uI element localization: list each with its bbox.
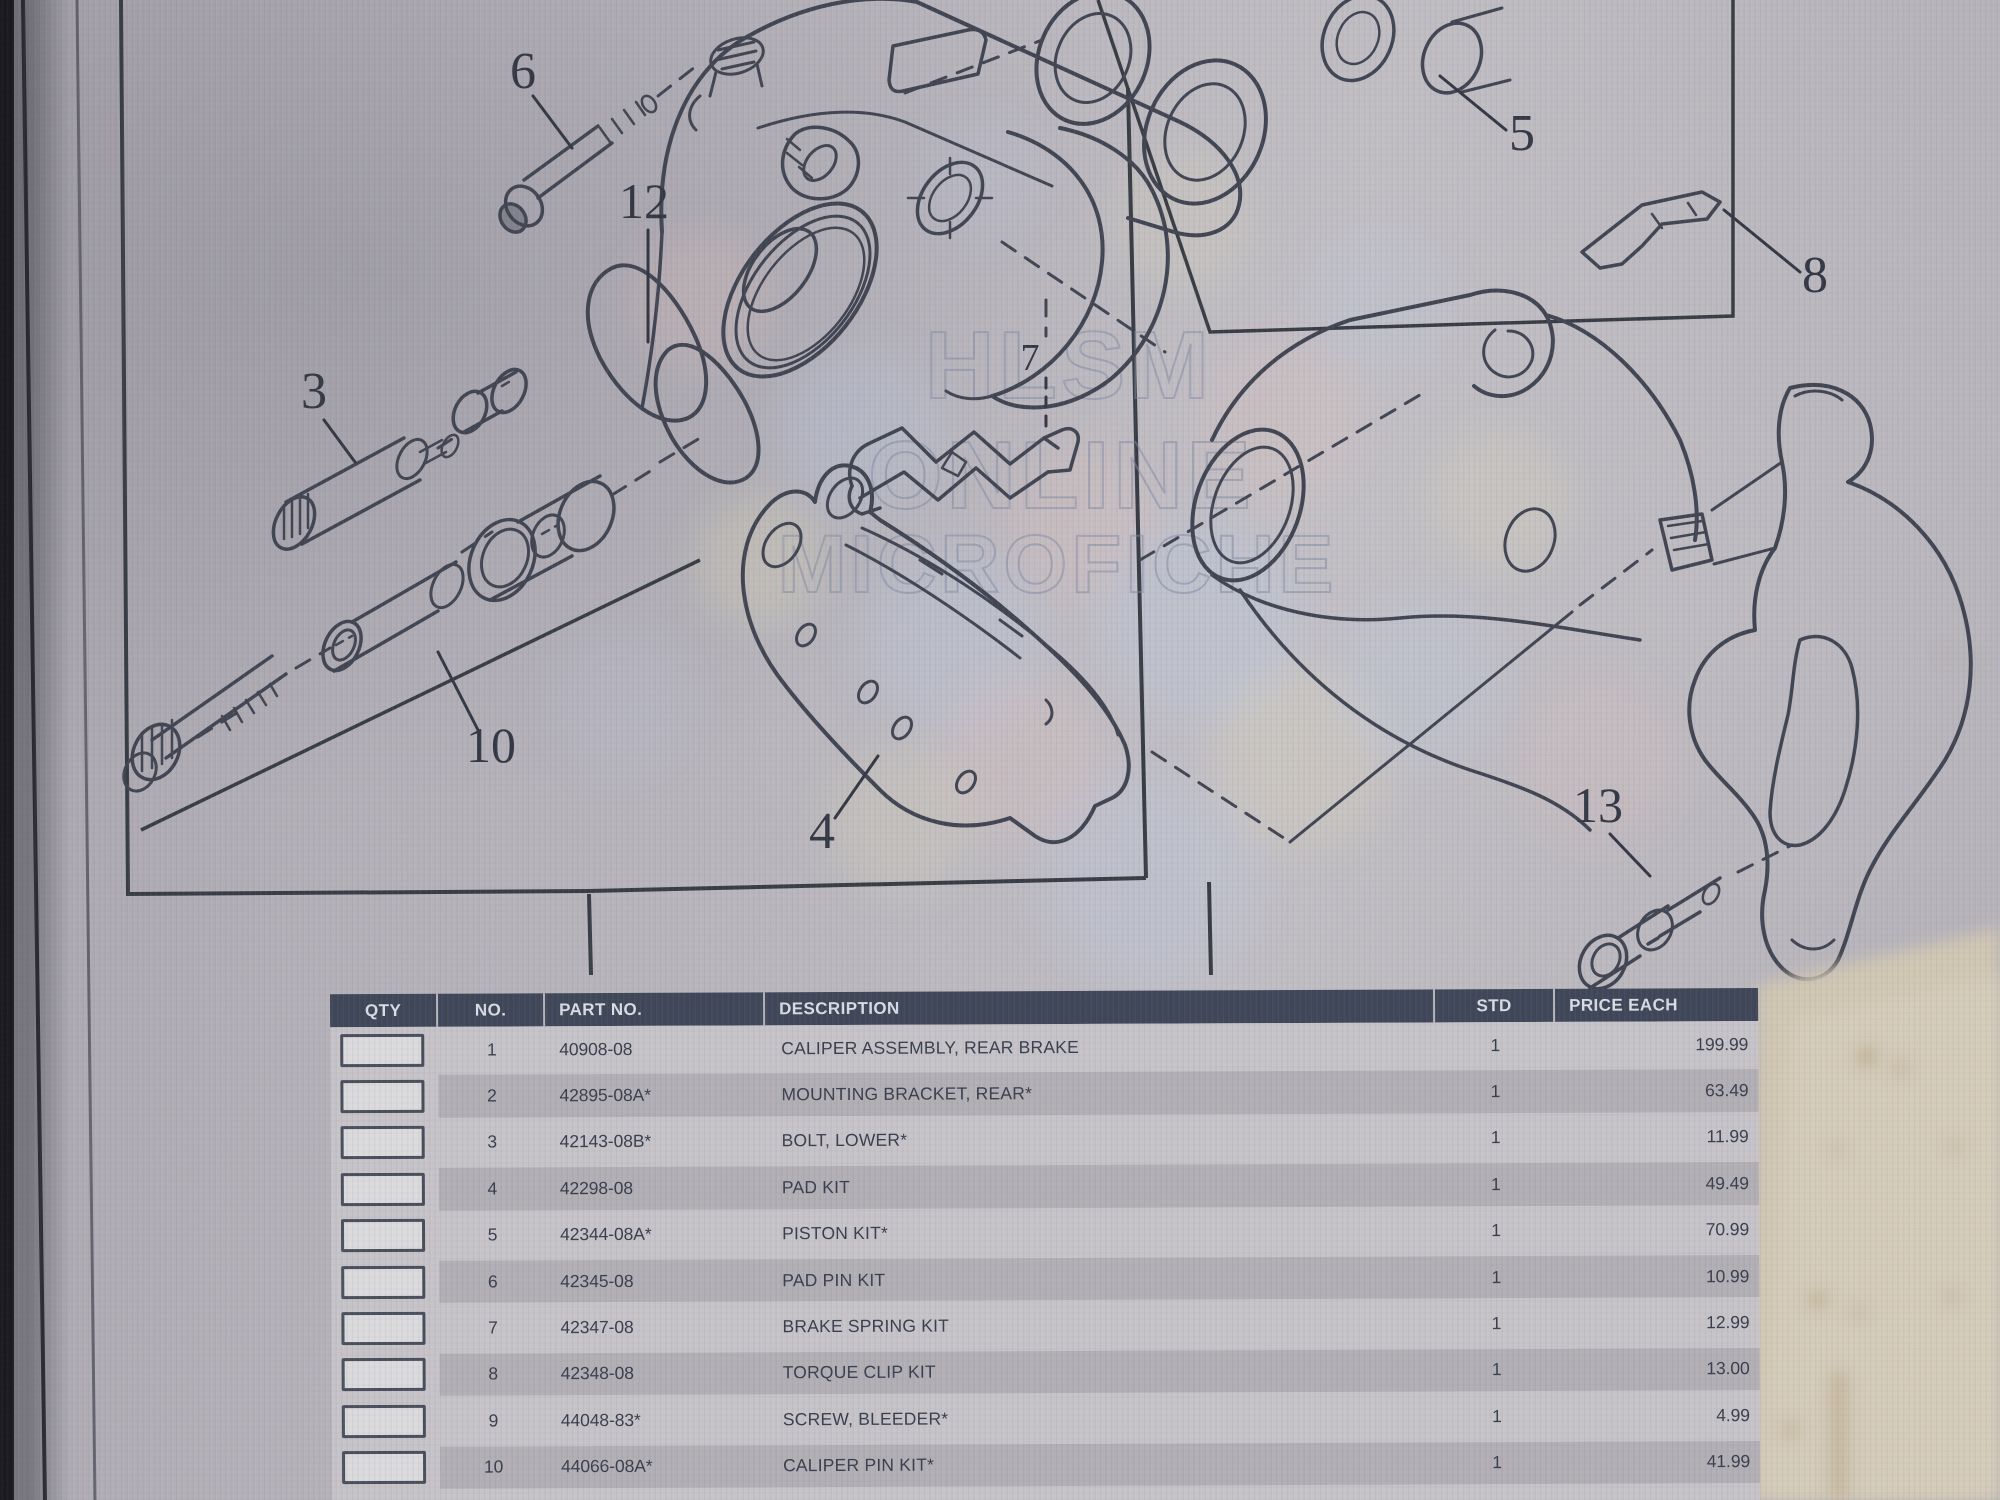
cell-std: 1 [1491,1359,1502,1380]
table-row: 9 44048-83* SCREW, BLEEDER* 1 4.99 [331,1392,1760,1445]
cell-description: CALIPER PIN KIT* [783,1454,935,1476]
qty-input-box[interactable] [341,1311,426,1346]
cell-no: 4 [487,1178,498,1199]
cell-no: 6 [487,1271,498,1292]
cell-std: 1 [1492,1452,1502,1473]
cell-std: 1 [1490,1081,1501,1102]
header-no: NO. [438,993,546,1027]
cell-description: TORQUE CLIP KIT [782,1362,936,1383]
cell-part-no: 42298-08 [559,1177,634,1199]
qty-input-box[interactable] [340,1172,425,1207]
table-row: 7 42347-08 BRAKE SPRING KIT 1 12.99 [331,1299,1760,1352]
qty-input-box[interactable] [340,1079,425,1114]
cell-std: 1 [1491,1405,1502,1426]
cell-price: 4.99 [1716,1404,1750,1425]
cell-price: 12.99 [1706,1312,1750,1333]
table-row: 2 42895-08A* MOUNTING BRACKET, REAR* 1 6… [330,1067,1759,1121]
qty-input-box[interactable] [340,1219,426,1253]
cell-description: SCREW, BLEEDER* [782,1408,949,1430]
cell-description: PAD KIT [781,1176,851,1198]
header-part-no: PART NO. [545,992,766,1027]
qty-input-box[interactable] [342,1451,427,1485]
table-row: 1 40908-08 CALIPER ASSEMBLY, REAR BRAKE … [330,1020,1759,1074]
cell-std: 1 [1491,1266,1502,1287]
header-qty: QTY [330,993,439,1028]
cell-no: 7 [488,1317,498,1338]
cell-std: 1 [1491,1313,1502,1334]
cell-std: 1 [1491,1220,1501,1241]
table-row: 6 42345-08 PAD PIN KIT 1 10.99 [331,1252,1760,1306]
table-body: 1 40908-08 CALIPER ASSEMBLY, REAR BRAKE … [330,1020,1761,1492]
qty-input-box[interactable] [341,1404,426,1438]
cell-part-no: 42348-08 [560,1363,634,1384]
cell-description: BRAKE SPRING KIT [782,1315,950,1337]
cell-part-no: 44048-83* [560,1409,641,1431]
cell-part-no: 42347-08 [560,1316,634,1338]
cell-description: MOUNTING BRACKET, REAR* [781,1083,1033,1105]
table-row: 10 44066-08A* CALIPER PIN KIT* 1 41.99 [331,1438,1761,1492]
cell-description: PISTON KIT* [782,1223,889,1244]
cell-price: 49.49 [1705,1172,1749,1194]
cell-price: 41.99 [1706,1451,1751,1472]
cell-part-no: 42345-08 [560,1270,634,1291]
cell-std: 1 [1490,1034,1501,1055]
qty-input-box[interactable] [340,1033,425,1067]
cell-price: 199.99 [1695,1033,1749,1054]
cell-part-no: 42895-08A* [559,1084,651,1106]
cell-description: BOLT, LOWER* [781,1130,908,1151]
cell-no: 3 [487,1131,498,1153]
cell-std: 1 [1490,1173,1501,1195]
cell-part-no: 42143-08B* [559,1131,652,1152]
parts-price-table: QTY NO. PART NO. DESCRIPTION STD PRICE E… [330,988,1761,1500]
header-description: DESCRIPTION [765,989,1436,1026]
cell-price: 70.99 [1705,1219,1750,1240]
cell-price: 10.99 [1705,1265,1750,1286]
cell-part-no: 44066-08A* [561,1456,653,1477]
header-price-each: PRICE EACH [1569,994,1678,1015]
header-std: STD [1435,988,1556,1023]
table-row: 4 42298-08 PAD KIT 1 49.49 [330,1160,1759,1213]
cell-part-no: 42344-08A* [560,1224,652,1245]
table-row: 8 42348-08 TORQUE CLIP KIT 1 13.00 [331,1345,1760,1399]
cell-price: 11.99 [1706,1126,1749,1147]
qty-input-box[interactable] [341,1358,426,1392]
cell-description: CALIPER ASSEMBLY, REAR BRAKE [781,1036,1080,1058]
qty-input-box[interactable] [341,1265,426,1299]
cell-price: 13.00 [1706,1358,1750,1379]
cell-part-no: 40908-08 [559,1038,633,1059]
cell-no: 8 [488,1363,499,1384]
table-row: 5 42344-08A* PISTON KIT* 1 70.99 [330,1206,1760,1260]
cell-no: 2 [487,1085,497,1106]
cell-no: 1 [486,1039,497,1060]
cell-no: 9 [488,1410,499,1431]
qty-input-box[interactable] [340,1126,425,1160]
cell-description: PAD PIN KIT [782,1269,886,1290]
cell-no: 5 [487,1224,498,1245]
cell-std: 1 [1490,1127,1501,1148]
cell-no: 10 [483,1456,504,1477]
table-row: 3 42143-08B* BOLT, LOWER* 1 11.99 [330,1113,1759,1167]
cell-price: 63.49 [1705,1080,1749,1101]
